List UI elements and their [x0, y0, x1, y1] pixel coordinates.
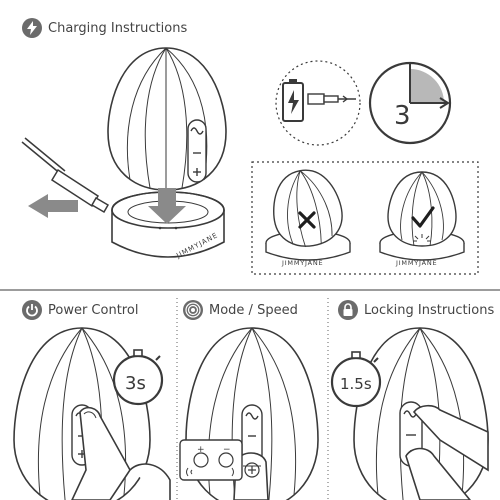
wrong-base-brand-label: JIMMYJANE — [281, 259, 323, 267]
arrow-down-icon — [148, 188, 186, 224]
arrow-left-icon — [28, 194, 78, 218]
speed-plus-symbol: + — [197, 445, 205, 455]
stopwatch-icon-power — [112, 349, 164, 406]
correct-placement-illustration — [379, 171, 465, 261]
charge-time-value: 3 — [394, 101, 411, 131]
usb-connector-icon — [307, 93, 356, 105]
locking-timer-value: 1.5s — [340, 375, 372, 393]
power-timer-value: 3s — [125, 373, 146, 394]
correct-base-brand-label: JIMMYJANE — [395, 259, 437, 267]
correct-check-icon — [411, 206, 435, 228]
mode-speed-label: Mode / Speed — [209, 302, 298, 318]
section-title-locking: Locking Instructions — [338, 300, 494, 320]
section-title-charging: Charging Instructions — [22, 18, 187, 38]
section-title-mode: Mode / Speed — [183, 300, 298, 320]
device-buttons-charging — [187, 119, 207, 183]
battery-charging-icon — [282, 79, 304, 122]
finger-press-locking — [405, 404, 489, 500]
charging-instructions-label: Charging Instructions — [48, 20, 188, 36]
lightning-bolt-icon — [22, 18, 42, 38]
finger-press-power — [71, 406, 171, 500]
wrong-placement-illustration — [265, 169, 351, 261]
placement-guide-box — [251, 161, 479, 275]
lock-icon — [338, 300, 358, 320]
device-egg-charging — [107, 47, 227, 191]
clock-timer-icon — [368, 61, 452, 145]
power-control-label: Power Control — [48, 302, 139, 318]
vibration-waves-icon — [183, 300, 203, 320]
section-title-power: Power Control — [22, 300, 138, 320]
locking-instructions-label: Locking Instructions — [364, 302, 495, 318]
speed-minus-symbol: − — [223, 445, 231, 455]
led-glow-icon — [413, 234, 431, 242]
power-icon — [22, 300, 42, 320]
battery-usb-callout — [275, 60, 361, 146]
usb-cable — [21, 137, 110, 214]
vibration-wave-icon — [186, 467, 193, 477]
stopwatch-icon-locking — [330, 351, 382, 408]
wrong-x-icon — [298, 211, 316, 229]
mode-speed-callout-box: + − — [179, 439, 243, 481]
